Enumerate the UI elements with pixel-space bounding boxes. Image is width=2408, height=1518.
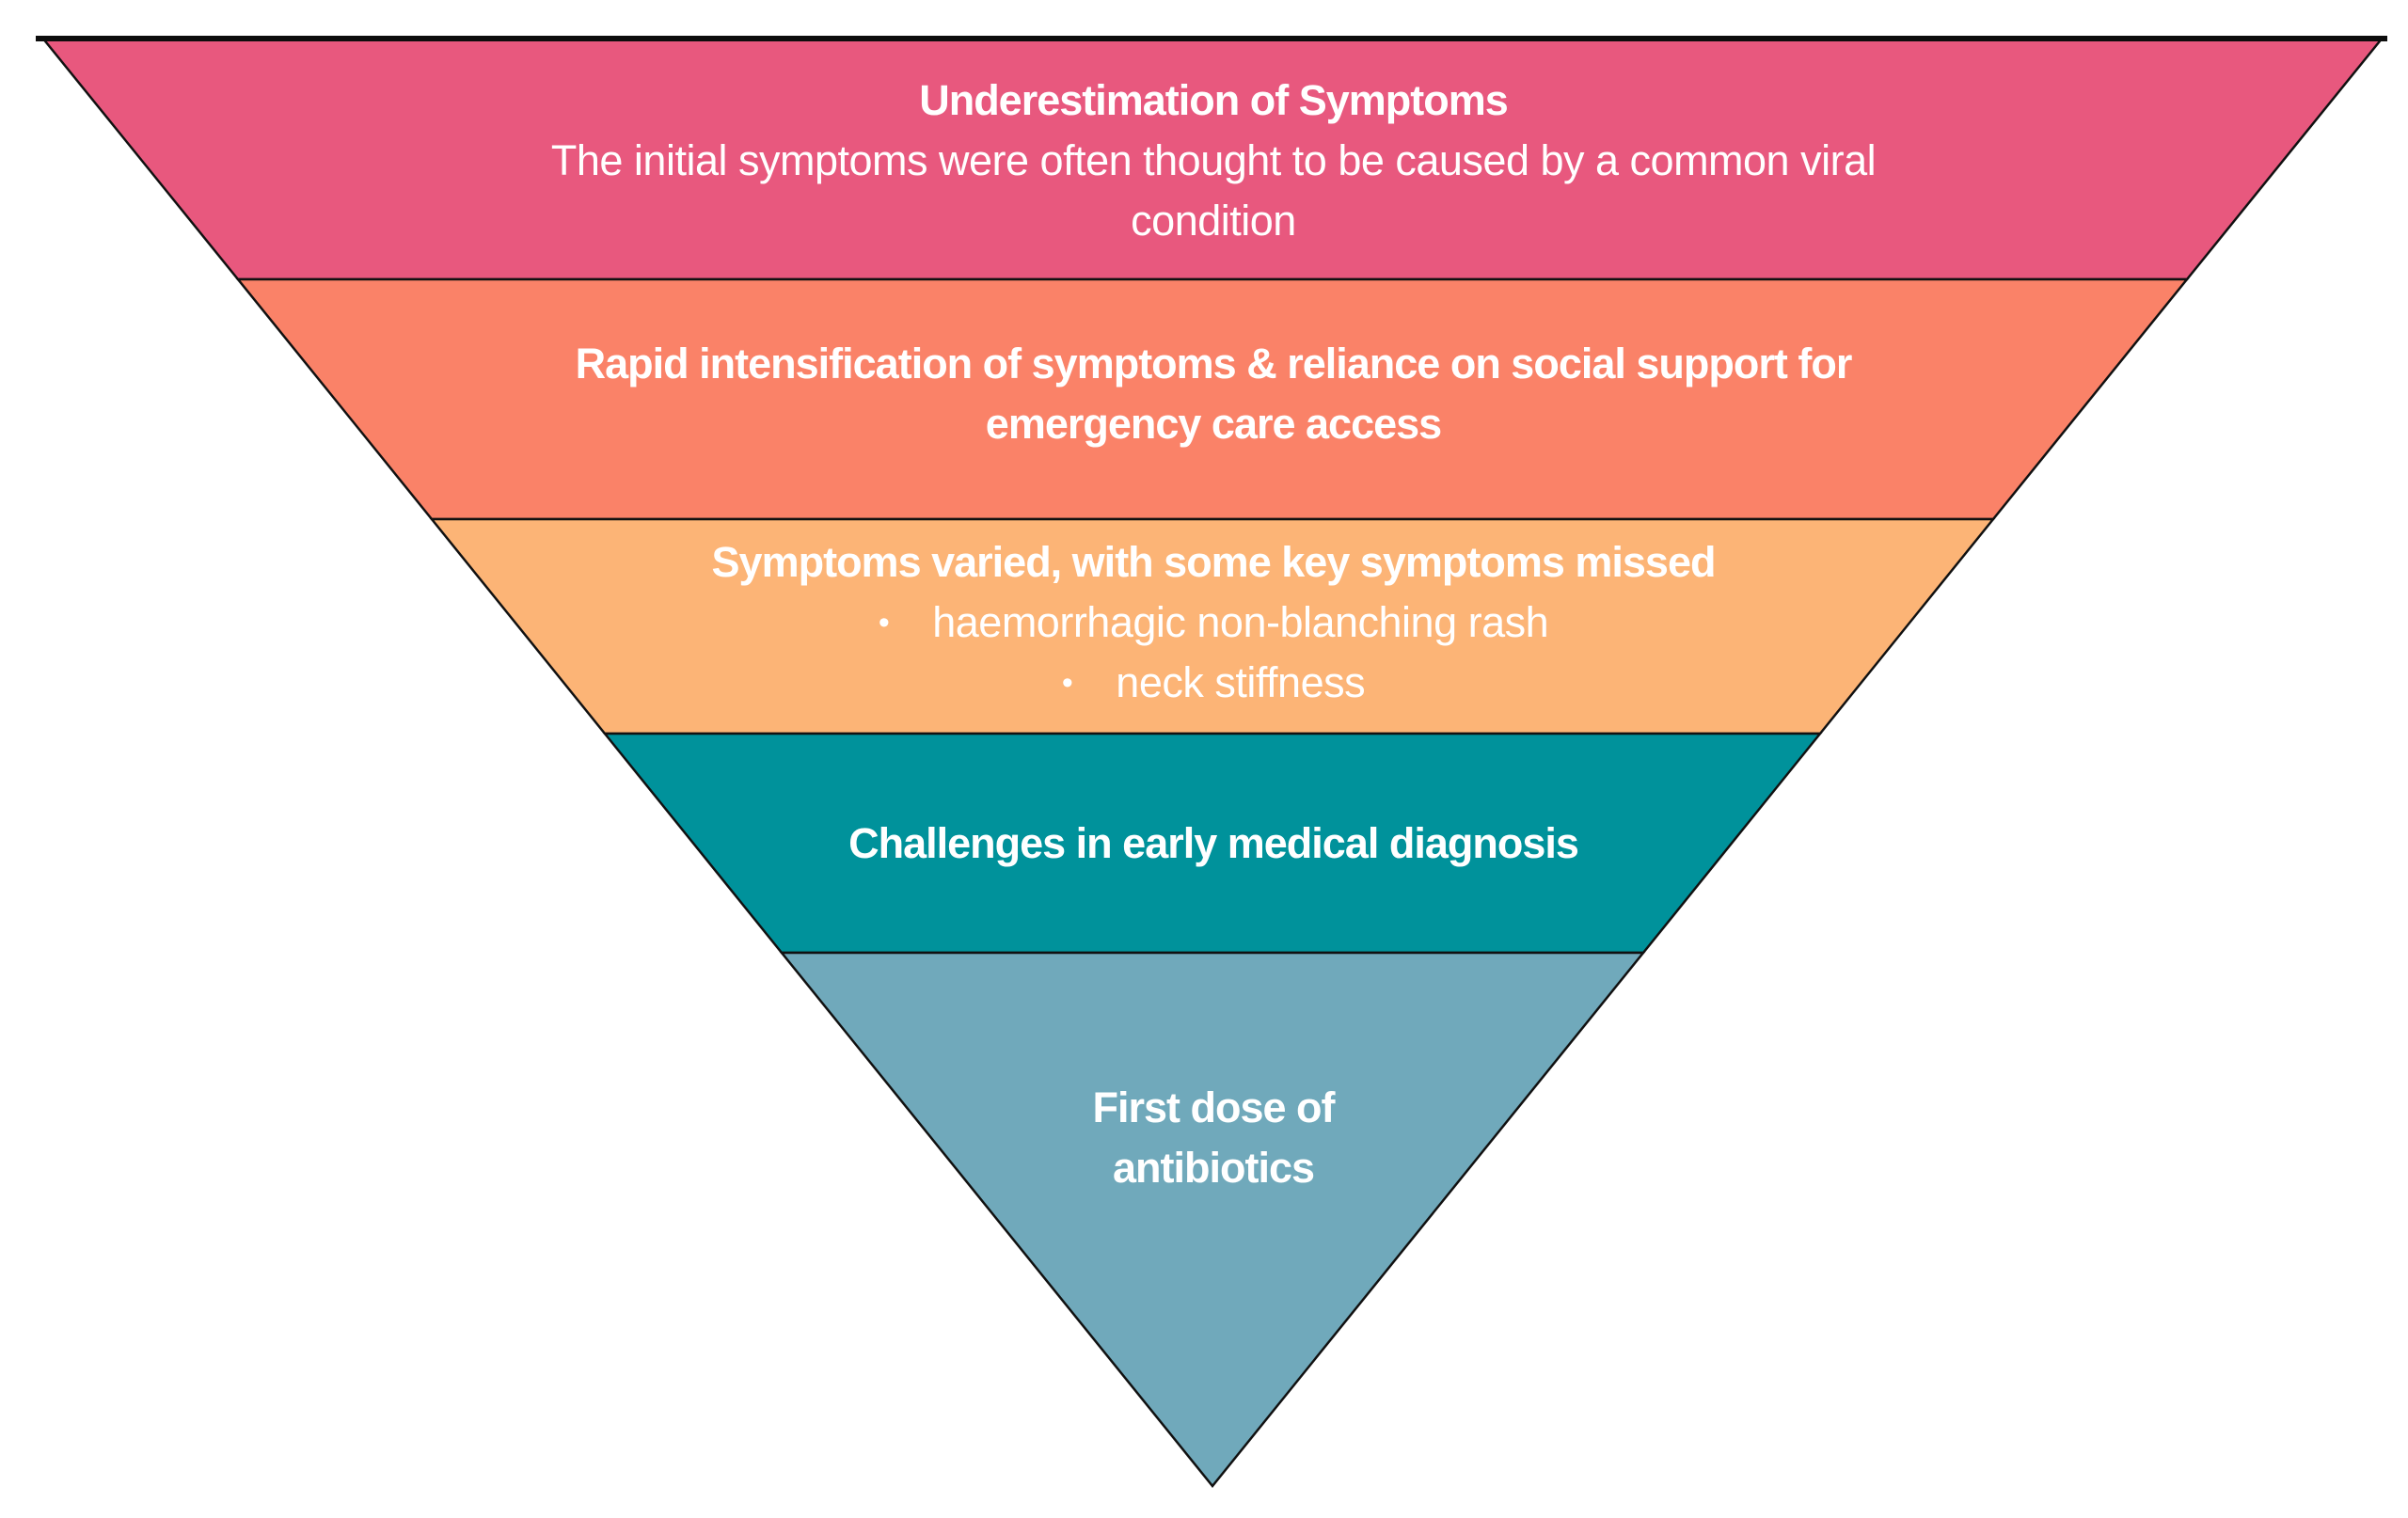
layer-1-body-line-1: The initial symptoms were often thought …: [550, 136, 1877, 184]
layer-5-label: First dose of antibiotics: [1092, 1078, 1335, 1198]
bullet-icon: •: [878, 605, 890, 640]
layer-5-title-line-1: First dose of: [1092, 1083, 1335, 1131]
layer-2-label: Rapid intensification of symptoms & reli…: [575, 334, 1853, 454]
layer-2-title-line-2: emergency care access: [985, 400, 1442, 448]
layer-4-title: Challenges in early medical diagnosis: [848, 819, 1579, 867]
layer-3-bullet-1-text: haemorrhagic non-blanching rash: [932, 598, 1549, 646]
bullet-icon: •: [1061, 665, 1073, 701]
layer-3-bullet-2-text: neck stiffness: [1116, 658, 1366, 706]
layer-3-title: Symptoms varied, with some key symptoms …: [711, 538, 1717, 586]
layer-3-bullet-1: • haemorrhagic non-blanching rash: [712, 593, 1716, 653]
layer-5-title-line-2: antibiotics: [1112, 1144, 1315, 1192]
funnel-layer-5-shape: [779, 951, 1646, 1488]
layer-1-label: Underestimation of Symptoms The initial …: [550, 71, 1877, 251]
layer-2-title-line-1: Rapid intensification of symptoms & reli…: [575, 340, 1853, 387]
layer-1-title: Underestimation of Symptoms: [919, 76, 1509, 124]
layer-3-bullet-2: • neck stiffness: [712, 653, 1716, 713]
layer-4-label: Challenges in early medical diagnosis: [848, 814, 1579, 874]
layer-3-label: Symptoms varied, with some key symptoms …: [711, 532, 1717, 713]
layer-1-body-line-2: condition: [1131, 197, 1296, 245]
